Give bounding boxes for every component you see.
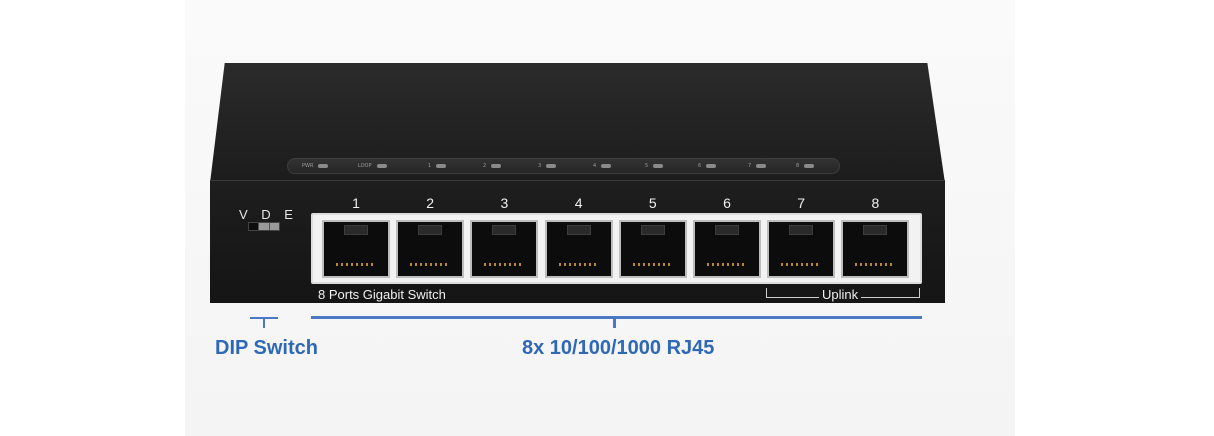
dip-switch[interactable] — [248, 222, 280, 231]
port-number: 3 — [500, 195, 509, 211]
port-latch-notch — [715, 225, 739, 235]
dip-switch-cell[interactable] — [259, 223, 270, 230]
port-latch-notch — [344, 225, 368, 235]
port-pins — [707, 263, 747, 266]
rj45-port-7[interactable] — [767, 220, 836, 278]
port-number: 7 — [797, 195, 806, 211]
led-label: 5 — [645, 163, 649, 169]
dip-switch-cell[interactable] — [249, 223, 260, 230]
led-4: 4 — [593, 161, 612, 171]
rj45-port-4[interactable] — [544, 220, 613, 278]
led-light — [804, 164, 815, 168]
dip-callout-tick — [263, 317, 265, 328]
port-latch-notch — [418, 225, 443, 235]
rj45-port-5[interactable] — [618, 220, 687, 278]
port-pins — [558, 263, 599, 266]
led-light — [376, 164, 387, 168]
led-label: LOOP — [358, 163, 372, 169]
led-label: PWR — [302, 163, 314, 169]
led-3: 3 — [538, 161, 557, 171]
rj45-port-1[interactable] — [322, 220, 390, 278]
model-label: 8 Ports Gigabit Switch — [318, 287, 446, 302]
port-pins — [855, 263, 896, 266]
port-latch-notch — [863, 225, 888, 235]
port-latch-notch — [566, 225, 591, 235]
led-label: 1 — [428, 163, 432, 169]
led-indicator-bar: PWR LOOP 1 2 3 4 5 6 7 8 — [287, 158, 840, 174]
dip-switch-cell[interactable] — [269, 223, 279, 230]
led-loop: LOOP — [358, 161, 387, 171]
led-2: 2 — [483, 161, 502, 171]
port-pins — [484, 263, 525, 266]
rj45-port-2[interactable] — [396, 220, 465, 278]
rj45-port-8[interactable] — [841, 220, 910, 278]
port-number: 2 — [426, 195, 435, 211]
ports-callout-bar — [311, 316, 922, 319]
port-latch-notch — [789, 225, 814, 235]
port-pins — [336, 263, 376, 266]
led-5: 5 — [645, 161, 664, 171]
rj45-port-6[interactable] — [693, 220, 761, 278]
led-light — [756, 164, 767, 168]
led-6: 6 — [698, 161, 717, 171]
led-light — [318, 164, 329, 168]
led-label: 2 — [483, 163, 487, 169]
led-7: 7 — [748, 161, 767, 171]
led-1: 1 — [428, 161, 447, 171]
ports-callout-label: 8x 10/100/1000 RJ45 — [522, 337, 715, 359]
ports-callout-tick — [613, 316, 616, 328]
led-light — [546, 164, 557, 168]
led-light — [653, 164, 664, 168]
led-pwr: PWR — [302, 161, 329, 171]
led-label: 3 — [538, 163, 542, 169]
dip-switch-label: V D E — [239, 207, 298, 222]
port-number: 4 — [574, 195, 583, 211]
rj45-port-3[interactable] — [470, 220, 539, 278]
port-number: 8 — [871, 195, 880, 211]
port-pins — [410, 263, 451, 266]
port-latch-notch — [640, 225, 665, 235]
led-label: 8 — [796, 163, 800, 169]
led-8: 8 — [796, 161, 815, 171]
port-latch-notch — [492, 225, 517, 235]
led-light — [436, 164, 447, 168]
led-label: 4 — [593, 163, 597, 169]
port-number: 5 — [648, 195, 657, 211]
dip-callout-label: DIP Switch — [215, 337, 318, 359]
port-number: 6 — [723, 195, 731, 211]
led-label: 6 — [698, 163, 702, 169]
led-light — [491, 164, 502, 168]
port-pins — [781, 263, 822, 266]
led-light — [706, 164, 717, 168]
port-pins — [632, 263, 673, 266]
led-label: 7 — [748, 163, 752, 169]
port-number: 1 — [352, 195, 360, 211]
uplink-label: Uplink — [819, 287, 862, 302]
led-light — [601, 164, 612, 168]
